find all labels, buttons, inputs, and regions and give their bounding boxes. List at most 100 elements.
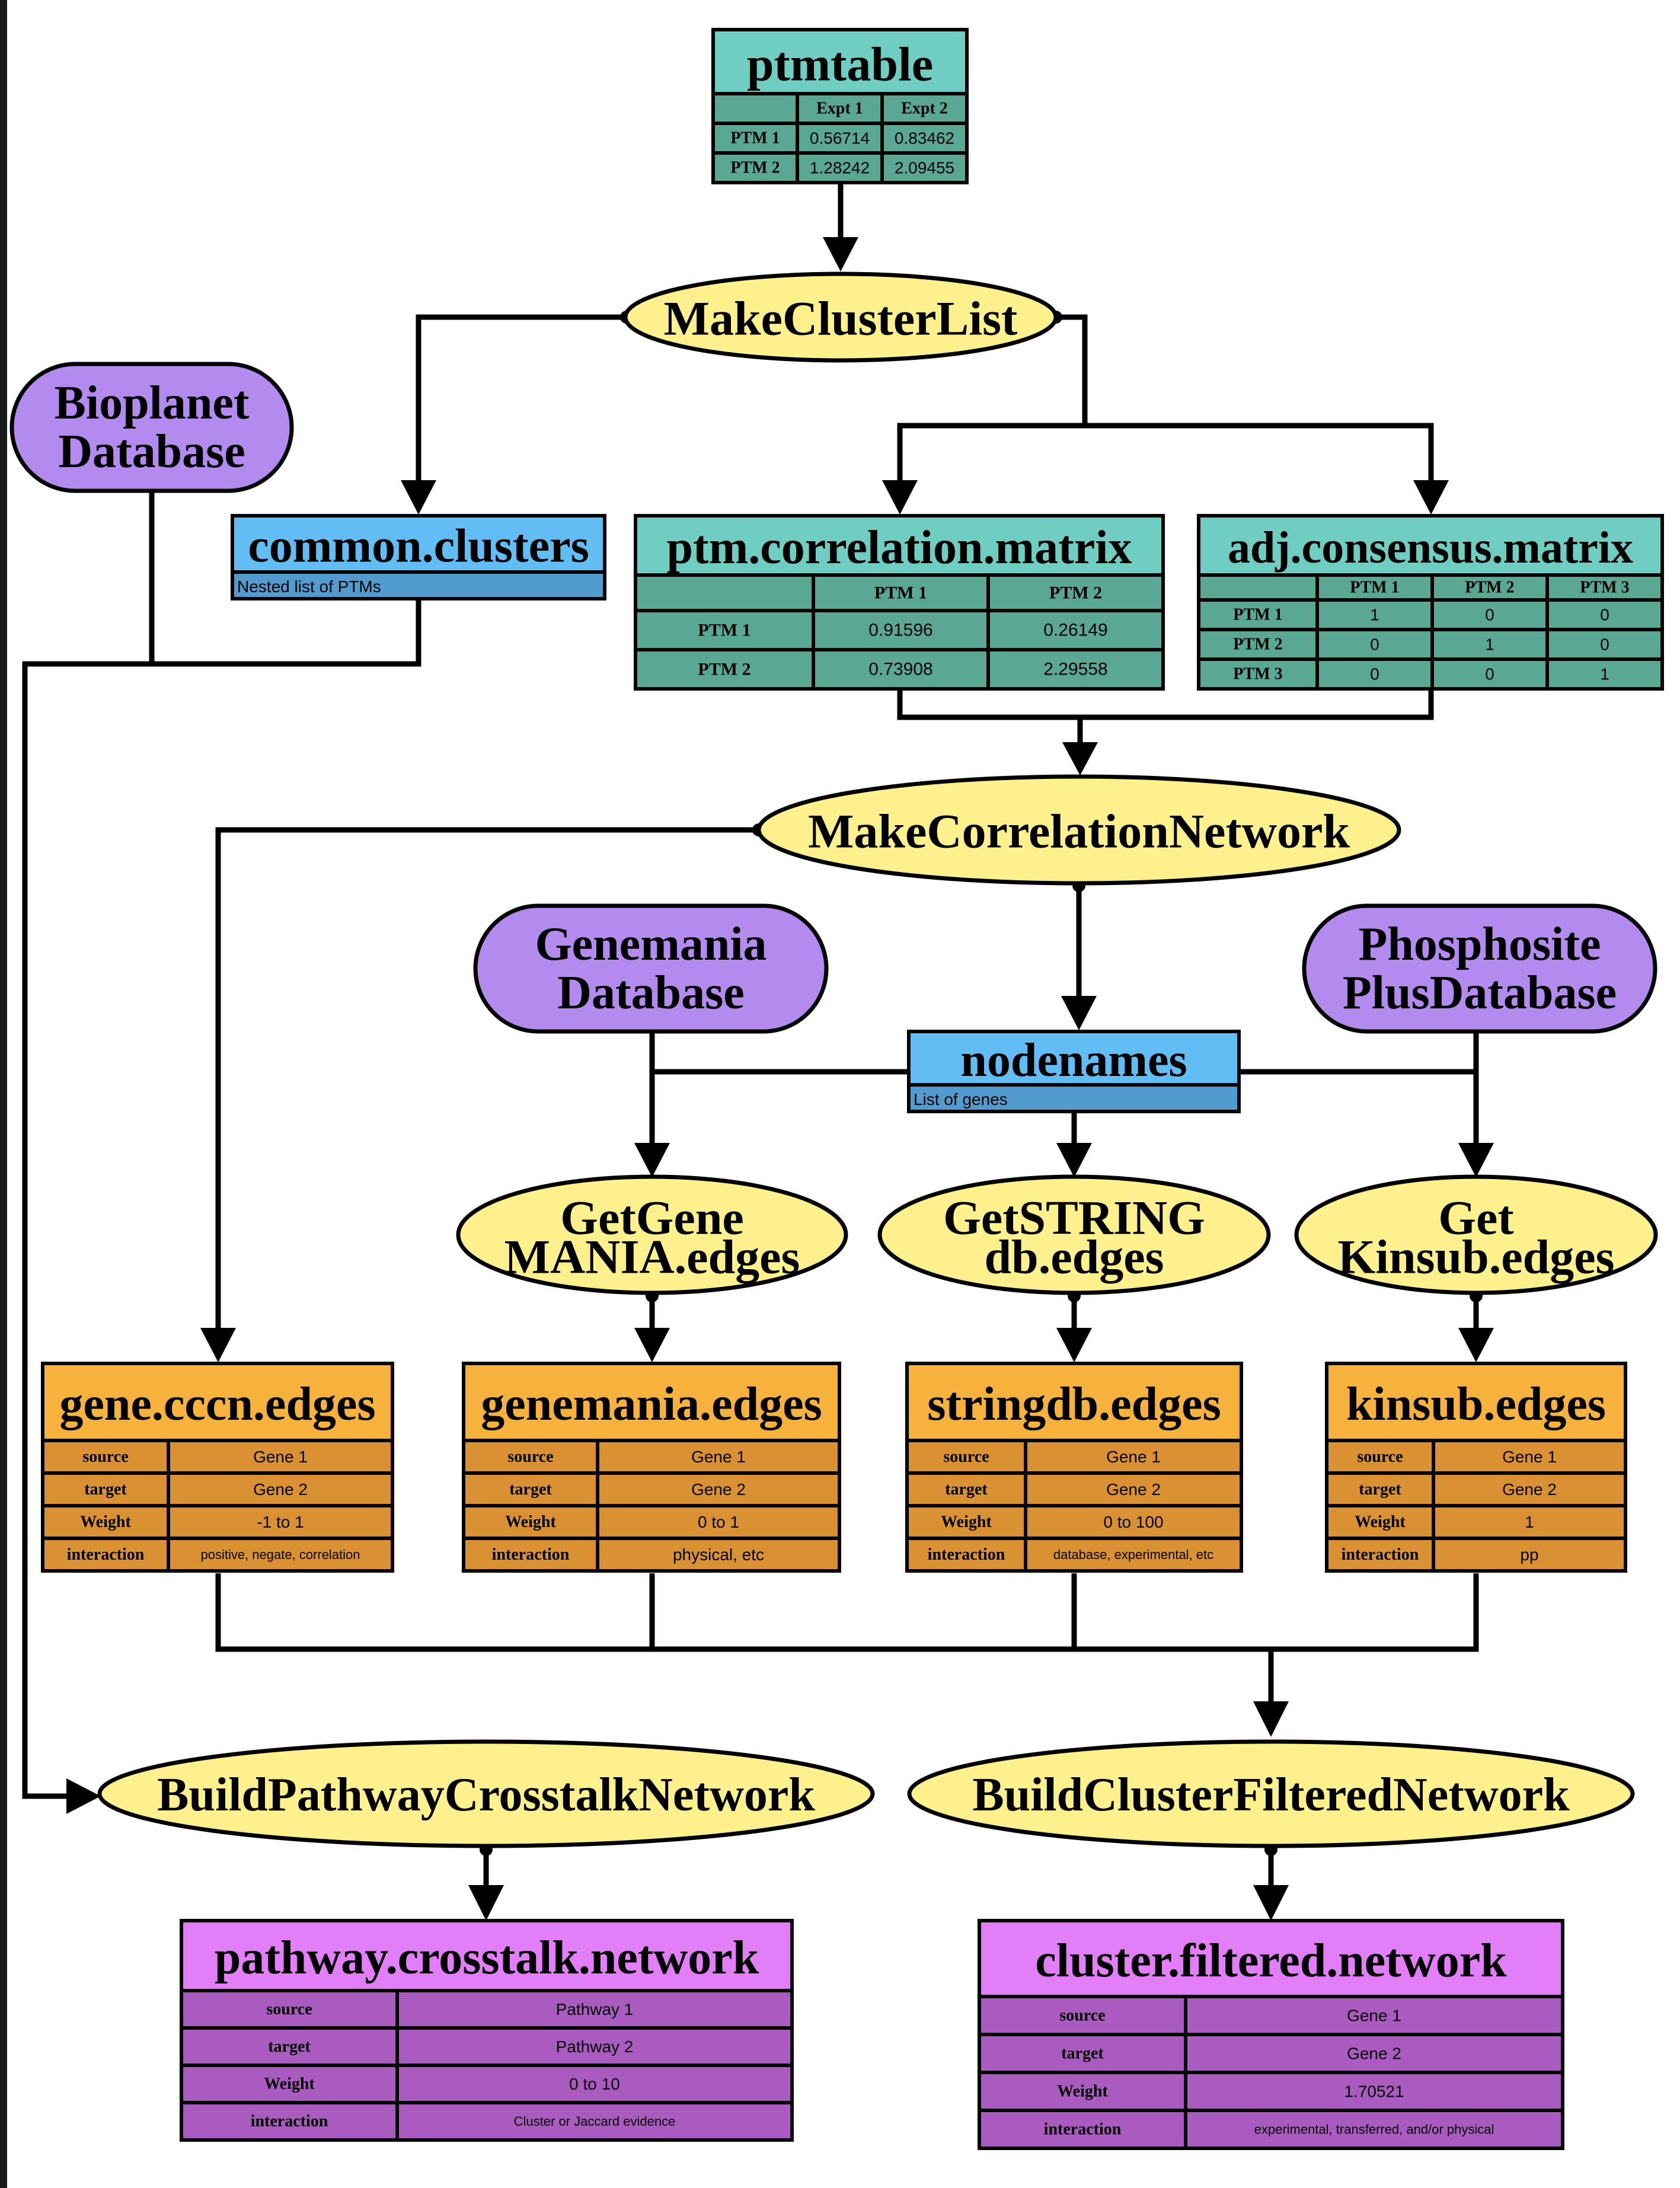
get-genemania-edges-process-label-2: MANIA.edges — [504, 1229, 800, 1283]
phosphosite-database-shape — [1302, 903, 1657, 1034]
get-genemania-edges-process-shape — [456, 1174, 848, 1295]
ptmtable-value: 0.83462 — [895, 129, 954, 148]
genemania-edges-label-cell — [462, 1504, 599, 1540]
stringdb-edges-value-interaction: database, experimental, etc — [1053, 1547, 1213, 1562]
gene-cccn-edges-field-weight: Weight — [80, 1513, 131, 1531]
gene-cccn-edges-field-interaction: interaction — [67, 1545, 145, 1564]
cluster-filtered-network-title: cluster.filtered.network — [1035, 1935, 1507, 1987]
stringdb-edges-value-cell — [1024, 1537, 1243, 1573]
adj-consensus-matrix-column-header: PTM 1 — [1350, 579, 1399, 597]
gene-cccn-edges-value-interaction: positive, negate, correlation — [200, 1547, 360, 1562]
genemania-edges-title: genemania.edges — [481, 1378, 822, 1430]
kinsub-edges-value-interaction: pp — [1520, 1545, 1538, 1564]
kinsub-edges-value-cell — [1432, 1471, 1627, 1507]
kinsub-edges-field-source: source — [1357, 1448, 1403, 1466]
ptmtable-cell — [880, 92, 969, 125]
gene-cccn-edges-value-cell — [167, 1537, 394, 1573]
cluster-filtered-network-value-source: Gene 1 — [1347, 2007, 1401, 2025]
ptm-correlation-matrix-row-header: PTM 1 — [698, 621, 750, 640]
ptm-correlation-matrix-cell — [634, 648, 815, 691]
genemania-edges-value-cell — [596, 1471, 841, 1507]
adj-consensus-matrix-value: 0 — [1485, 606, 1494, 624]
genemania-edges-value-source: Gene 1 — [691, 1448, 746, 1466]
genemania-edges-field-interaction: interaction — [492, 1545, 570, 1564]
pathway-crosstalk-network-value-weight: 0 to 10 — [569, 2075, 620, 2093]
kinsub-edges-value-cell — [1432, 1504, 1627, 1540]
ptmtable-row-header: PTM 2 — [730, 159, 780, 177]
pathway-crosstalk-network-field-target: target — [268, 2037, 311, 2056]
genemania-edges-value-cell — [596, 1537, 841, 1573]
gene-cccn-edges-value-weight: -1 to 1 — [257, 1513, 304, 1531]
pathway-crosstalk-network-value-cell — [395, 2064, 794, 2104]
pathway-crosstalk-network-field-weight: Weight — [264, 2075, 315, 2093]
stringdb-edges-value-target: Gene 2 — [1106, 1480, 1161, 1499]
stringdb-edges-label-cell — [905, 1537, 1027, 1573]
pathway-crosstalk-network-field-source: source — [266, 2000, 312, 2018]
build-cluster-filtered-network-process: BuildClusterFilteredNetwork — [907, 1739, 1635, 1848]
make-correlation-network-process: MakeCorrelationNetwork — [756, 774, 1401, 886]
gene-cccn-edges-title: gene.cccn.edges — [59, 1378, 375, 1430]
make-cluster-list-process: MakeClusterList — [623, 271, 1058, 363]
genemania-edges-value-target: Gene 2 — [691, 1480, 746, 1499]
adj-consensus-matrix-value: 0 — [1600, 606, 1609, 624]
ptmtable-row-header: PTM 1 — [730, 129, 780, 148]
stringdb-edges-field-source: source — [943, 1448, 989, 1466]
ptm-correlation-matrix-cell — [812, 609, 990, 651]
ptm-correlation-matrix-value: 0.26149 — [1043, 621, 1107, 640]
adj-consensus-matrix-row-header: PTM 3 — [1233, 665, 1282, 683]
common-clusters-subtitle: Nested list of PTMs — [237, 577, 381, 596]
ptm-correlation-matrix-column-header: PTM 2 — [1049, 583, 1102, 603]
adj-consensus-matrix-row-header: PTM 1 — [1233, 606, 1282, 624]
kinsub-edges-value-cell — [1432, 1537, 1627, 1573]
cluster-filtered-network-field-interaction: interaction — [1044, 2120, 1122, 2139]
kinsub-edges-title: kinsub.edges — [1346, 1378, 1606, 1430]
cluster-filtered-network-field-source: source — [1059, 2007, 1105, 2025]
ptmtable-title-bar — [711, 28, 969, 95]
stringdb-edges-value-cell — [1024, 1439, 1243, 1475]
ptmtable-cell — [880, 151, 969, 184]
adj-consensus-matrix-cell — [1197, 573, 1319, 602]
ptm-correlation-matrix-column-header: PTM 1 — [874, 583, 927, 603]
cluster-filtered-network-value-cell — [1184, 2033, 1564, 2074]
genemania-edges-value-cell — [596, 1504, 841, 1540]
adj-consensus-matrix-cell — [1315, 573, 1434, 602]
adj-consensus-matrix-value: 1 — [1485, 635, 1494, 654]
pathway-crosstalk-network-title: pathway.crosstalk.network — [215, 1932, 759, 1984]
ptmtable-value: 0.56714 — [810, 129, 870, 148]
build-cluster-filtered-network-process-shape — [907, 1739, 1635, 1848]
cluster-filtered-network-field-weight: Weight — [1057, 2082, 1108, 2101]
cluster-filtered-network-label-cell — [978, 2109, 1187, 2150]
get-stringdb-edges-process-label-1: GetSTRING — [943, 1191, 1205, 1245]
genemania-database-shape — [473, 903, 829, 1034]
pathway-crosstalk-network-title-bar — [180, 1919, 794, 1992]
kinsub-edges-field-target: target — [1359, 1480, 1401, 1499]
ptm-correlation-matrix-row-header: PTM 2 — [698, 660, 750, 679]
pathway-crosstalk-network-value-interaction: Cluster or Jaccard evidence — [514, 2114, 676, 2129]
cluster-filtered-network-title-bar — [978, 1919, 1564, 1998]
nodenames-subtitle: List of genes — [914, 1090, 1008, 1109]
adj-consensus-matrix-value: 0 — [1485, 665, 1494, 683]
get-stringdb-edges-process-label-2: db.edges — [984, 1229, 1164, 1283]
ptm-correlation-matrix-value: 2.29558 — [1043, 660, 1107, 679]
cluster-filtered-network-value-weight: 1.70521 — [1344, 2082, 1404, 2101]
stringdb-edges-value-cell — [1024, 1471, 1243, 1507]
ptmtable-cell — [711, 92, 799, 125]
get-kinsub-edges-process-label-2: Kinsub.edges — [1337, 1229, 1614, 1283]
kinsub-edges-value-weight: 1 — [1525, 1513, 1534, 1531]
stringdb-edges-field-weight: Weight — [941, 1513, 992, 1531]
ptm-correlation-matrix-cell — [986, 648, 1165, 691]
cluster-filtered-network-value-target: Gene 2 — [1347, 2045, 1401, 2063]
ptmtable-value: 2.09455 — [895, 159, 954, 177]
genemania-database-label-2: Database — [557, 967, 745, 1019]
